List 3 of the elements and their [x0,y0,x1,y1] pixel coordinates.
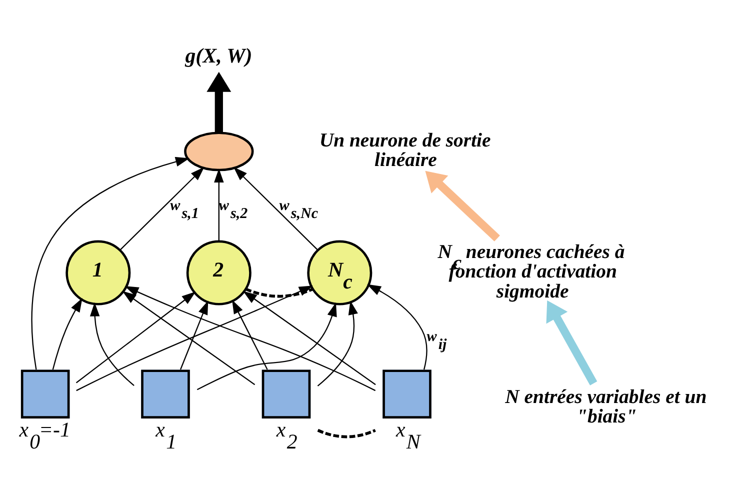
node-text: g(X, W) [185,43,252,68]
node-text: Un neurone de sortie linéaire [319,129,491,172]
node-text: N entrées variables et un "biais" [505,386,707,428]
